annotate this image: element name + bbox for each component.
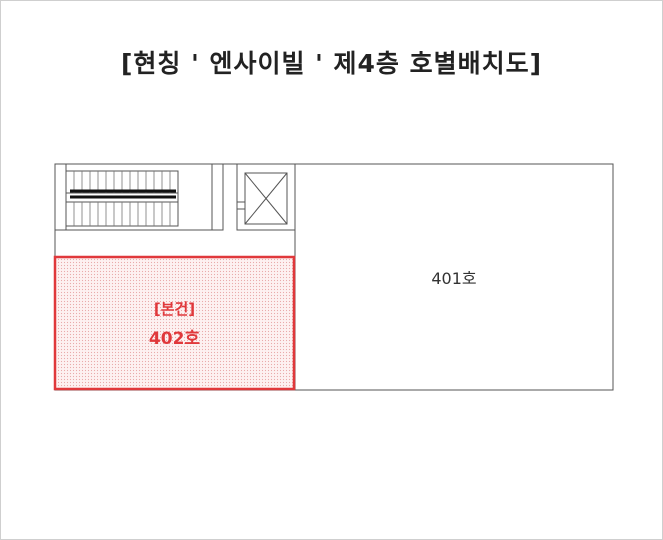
elevator-shaft [236,163,296,231]
stairwell [54,163,224,231]
unit-402-area [53,255,296,391]
unit-401-label: 401호 [431,269,477,288]
page-title: [현칭 ' 엔사이빌 ' 제4층 호별배치도] [120,49,543,78]
unit-402-label: 402호 [148,329,201,349]
subject-property-tag: [본건] [153,300,196,318]
